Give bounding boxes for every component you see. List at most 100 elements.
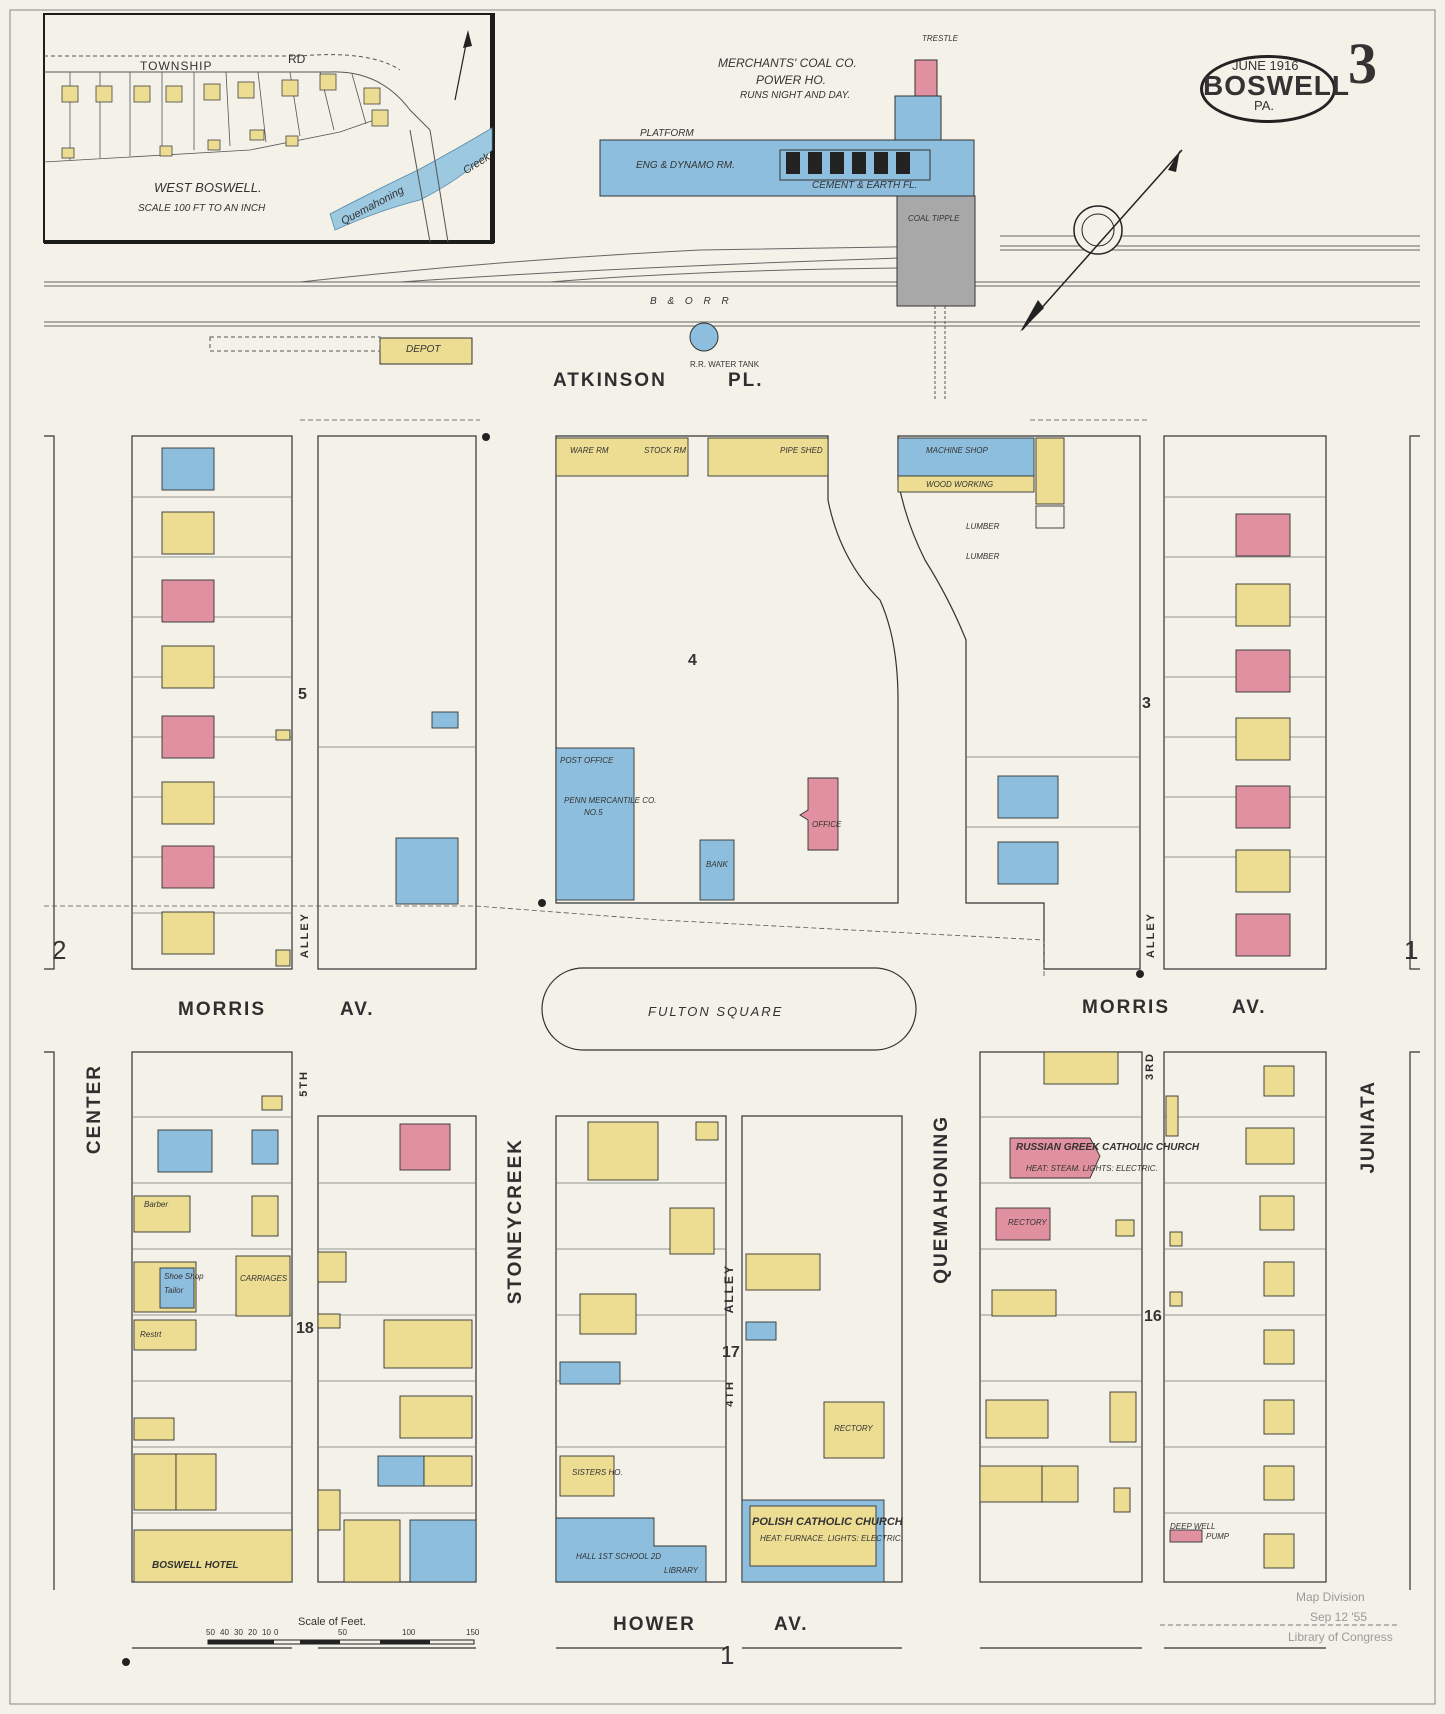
- russian-church-heat: HEAT: STEAM. LIGHTS: ELECTRIC.: [1026, 1164, 1158, 1173]
- street-quemahoning: QUEMAHONING: [931, 1115, 952, 1284]
- fulton-square: [541, 967, 917, 1051]
- coal-co-label: MERCHANTS' COAL CO.: [718, 56, 857, 70]
- restrt-label: Restrt: [140, 1330, 162, 1339]
- title-cartouche: [1200, 55, 1336, 123]
- depot-platform: [209, 336, 381, 352]
- depot-building: [379, 337, 473, 365]
- street-hower-suffix: AV.: [774, 1614, 809, 1635]
- lumber-label-1: LUMBER: [966, 522, 1000, 531]
- carriages-label: CARRIAGES: [240, 1274, 288, 1283]
- street-morris-left-suffix: AV.: [340, 999, 375, 1020]
- scale-tick-8: 150: [466, 1628, 480, 1637]
- sheet-number: 3: [1348, 31, 1377, 96]
- shoe-shop-label: Shoe Shop: [164, 1272, 204, 1281]
- water-tank: [689, 322, 719, 352]
- inset-title: WEST BOSWELL.: [154, 180, 262, 195]
- block-5: 5: [298, 686, 307, 703]
- block-18: 18: [296, 1320, 314, 1337]
- lumber-label-2: LUMBER: [966, 552, 1000, 561]
- coal-tipple-label: COAL TIPPLE: [908, 214, 960, 223]
- alley-label-2: ALLEY: [1145, 912, 1157, 959]
- railroad-label: B & O R R: [650, 296, 733, 307]
- scale-tick-1: 40: [220, 1628, 229, 1637]
- scale-tick-7: 100: [402, 1628, 416, 1637]
- bank-label: BANK: [706, 860, 728, 869]
- adjoining-sheet-left: 2: [52, 935, 67, 965]
- map-frame: [9, 9, 1436, 1705]
- stamp-library-congress: Library of Congress: [1288, 1630, 1393, 1644]
- adjoining-sheet-bottom: 1: [720, 1640, 735, 1670]
- stock-rm-label: STOCK RM: [644, 446, 687, 455]
- inset-west-boswell: [43, 13, 495, 244]
- block-outlines: [44, 435, 1420, 1649]
- street-stoneycreek: STONEYCREEK: [505, 1138, 526, 1305]
- fourth-street: 4TH: [724, 1380, 736, 1407]
- scale-tick-0: 50: [206, 1628, 215, 1637]
- street-hower: HOWER: [613, 1614, 696, 1635]
- cement-earth-label: CEMENT & EARTH FL.: [812, 180, 918, 191]
- block-4: 4: [688, 652, 697, 669]
- third-street: 3RD: [1144, 1052, 1156, 1081]
- street-morris-right-suffix: AV.: [1232, 997, 1267, 1018]
- alley-label-1: ALLEY: [299, 912, 311, 959]
- ware-rm-label: WARE RM: [570, 446, 609, 455]
- scale-bar: [207, 1639, 475, 1645]
- scale-title: Scale of Feet.: [298, 1616, 366, 1628]
- platform-label: PLATFORM: [640, 128, 694, 139]
- hydrants: [122, 433, 1144, 1666]
- street-center: CENTER: [84, 1064, 105, 1155]
- eng-dynamo-label: ENG & DYNAMO RM.: [636, 160, 735, 171]
- state: PA.: [1254, 98, 1274, 113]
- inset-road-suffix: RD: [288, 52, 306, 66]
- boswell-hotel-label: BOSWELL HOTEL: [152, 1560, 239, 1571]
- office-label: OFFICE: [812, 820, 842, 829]
- alley-label-3: ALLEY: [722, 1264, 736, 1314]
- rectory-label-1: RECTORY: [1008, 1218, 1047, 1227]
- fulton-square-label: FULTON SQUARE: [648, 1004, 784, 1019]
- rectory-label-2: RECTORY: [834, 1424, 873, 1433]
- inset-scale: SCALE 100 FT TO AN INCH: [138, 203, 266, 214]
- wood-working-label: WOOD WORKING: [926, 480, 994, 489]
- street-atkinson-suffix: PL.: [728, 370, 764, 391]
- polish-church-heat: HEAT: FURNACE. LIGHTS: ELECTRIC.: [760, 1534, 903, 1543]
- street-juniata: JUNIATA: [1358, 1080, 1379, 1174]
- compass-rose: [1020, 149, 1183, 332]
- water-pipes: [44, 419, 1400, 1626]
- street-atkinson: ATKINSON: [553, 370, 667, 391]
- inset-road: TOWNSHIP: [140, 59, 213, 73]
- stamp-map-division: Map Division: [1296, 1590, 1365, 1604]
- street-morris-left: MORRIS: [178, 999, 266, 1020]
- tailor-label: Tailor: [164, 1286, 184, 1295]
- hall-school-label: HALL 1ST SCHOOL 2D: [576, 1552, 662, 1561]
- scale-tick-3: 20: [248, 1628, 257, 1637]
- running-label: RUNS NIGHT AND DAY.: [740, 90, 851, 101]
- library-label: LIBRARY: [664, 1566, 698, 1575]
- penn-merc-label: PENN MERCANTILE CO.: [564, 796, 657, 805]
- fifth-street: 5TH: [298, 1070, 310, 1097]
- russian-church-label: RUSSIAN GREEK CATHOLIC CHURCH: [1016, 1142, 1200, 1153]
- town-name: BOSWELL: [1203, 70, 1350, 101]
- scale-tick-2: 30: [234, 1628, 243, 1637]
- buildings: [133, 437, 1295, 1583]
- polish-church-label: POLISH CATHOLIC CHURCH: [752, 1516, 903, 1528]
- block-17: 17: [722, 1344, 740, 1361]
- map-date: JUNE 1916: [1232, 58, 1299, 73]
- adjoining-sheet-right: 1: [1404, 935, 1419, 965]
- penn-merc-no: NO.5: [584, 808, 603, 817]
- scale-tick-5: 0: [274, 1628, 279, 1637]
- street-morris-right: MORRIS: [1082, 997, 1170, 1018]
- block-16: 16: [1144, 1308, 1162, 1325]
- block-3: 3: [1142, 695, 1151, 712]
- pipe-shed-label: PIPE SHED: [780, 446, 823, 455]
- sisters-ho-label: SISTERS HO.: [572, 1468, 623, 1477]
- deep-well-label: DEEP WELL: [1170, 1522, 1216, 1531]
- railroad-tracks: [44, 235, 1420, 327]
- pump-label: PUMP: [1206, 1532, 1230, 1541]
- machine-shop-label: MACHINE SHOP: [926, 446, 988, 455]
- water-tank-label: R.R. WATER TANK: [690, 360, 760, 369]
- trestle-label: TRESTLE: [922, 34, 959, 43]
- stamp-date: Sep 12 '55: [1310, 1610, 1368, 1624]
- post-office-label: POST OFFICE: [560, 756, 614, 765]
- scale-tick-6: 50: [338, 1628, 347, 1637]
